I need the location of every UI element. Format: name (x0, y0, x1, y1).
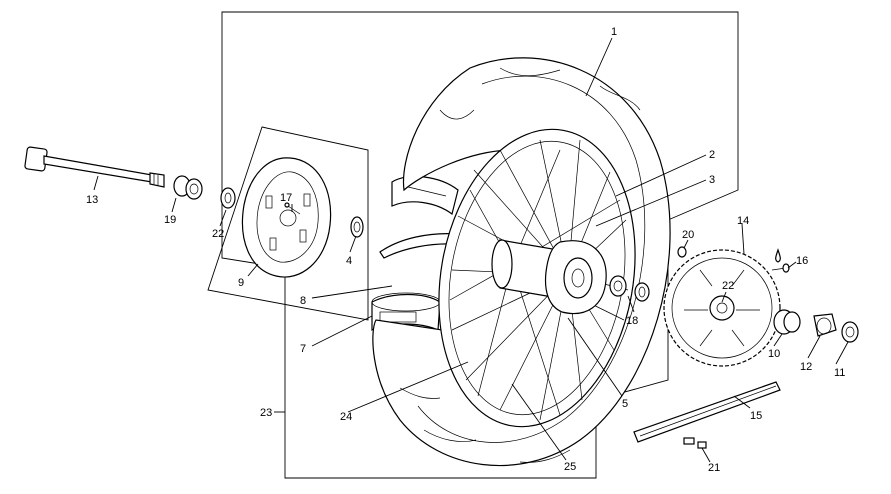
callout-15: 15 (750, 410, 762, 422)
callout-24: 24 (340, 411, 352, 423)
sprocket (663, 249, 781, 367)
callout-8: 8 (300, 295, 306, 307)
sprocket-bolt (677, 246, 687, 258)
leader-lines (93, 37, 849, 463)
callout-14: 14 (737, 215, 749, 227)
callout-17: 17 (280, 192, 292, 204)
axle-cap (841, 321, 859, 343)
sprocket-nut (771, 248, 790, 273)
spacer (173, 175, 203, 200)
bearing-left (220, 187, 236, 209)
callout-25: 25 (564, 461, 576, 473)
callout-2: 2 (709, 149, 715, 161)
spacer-right (773, 309, 801, 335)
callout-22-left: 22 (212, 228, 224, 240)
callout-labels: 1 2 3 4 5 7 8 9 10 11 12 13 14 15 16 17 … (86, 26, 845, 474)
hub (491, 239, 607, 314)
brake-disc (241, 157, 332, 278)
callout-19: 19 (164, 214, 176, 226)
callout-9: 9 (238, 277, 244, 289)
bearings-right (609, 275, 650, 302)
callout-18: 18 (626, 315, 638, 327)
callout-11: 11 (834, 367, 845, 379)
callout-7: 7 (300, 343, 306, 355)
chain (633, 381, 781, 443)
callout-21: 21 (708, 462, 720, 474)
callout-3: 3 (709, 174, 715, 186)
callout-12: 12 (800, 361, 812, 373)
callout-20: 20 (682, 229, 694, 241)
tube-band-upper (391, 175, 459, 216)
callout-16: 16 (796, 255, 808, 267)
callout-23: 23 (260, 407, 272, 419)
axle-nut (813, 313, 837, 337)
bearing-4 (350, 216, 364, 238)
callout-1: 1 (611, 26, 617, 38)
brake-disc-panel (207, 126, 369, 321)
callout-13: 13 (86, 194, 98, 206)
axle (24, 146, 165, 188)
chain-master-link (683, 437, 707, 449)
disc-bolt (284, 202, 301, 215)
callout-4: 4 (346, 255, 352, 267)
callout-10: 10 (768, 348, 780, 360)
callout-22-sprocket: 22 (722, 280, 734, 292)
callout-5: 5 (622, 398, 628, 410)
